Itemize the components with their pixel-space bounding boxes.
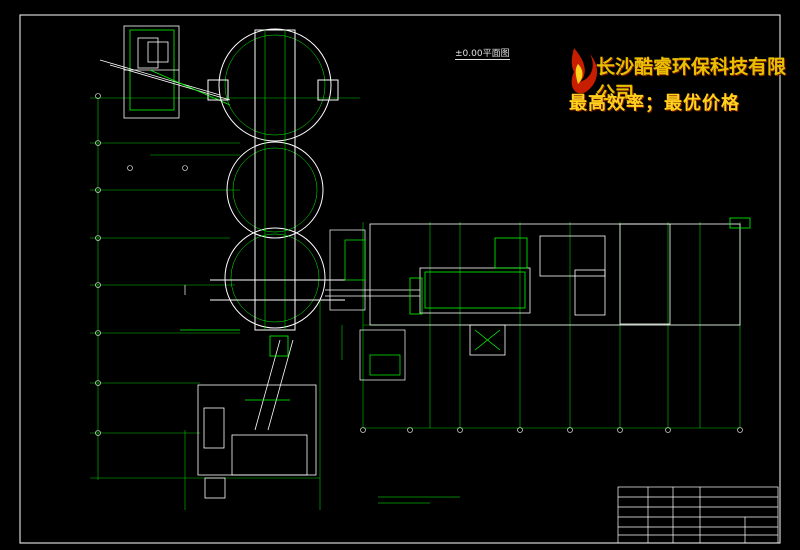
dimension-lines [90, 97, 741, 510]
company-slogan: 最高效率；最优价格 [569, 93, 740, 114]
center-piping [180, 229, 420, 381]
notes-block [378, 496, 460, 504]
title-block [617, 486, 779, 544]
plan-title: ±0.00平面图 [455, 49, 510, 60]
lower-left-building [197, 335, 317, 499]
company-name: 长沙酷睿环保科技有限公司 [596, 56, 787, 105]
axis-bubbles [95, 93, 743, 436]
right-building [369, 217, 751, 356]
flame-logo-icon [571, 48, 598, 94]
circular-tanks [207, 28, 345, 331]
sheet-frame [19, 14, 781, 544]
top-left-building [99, 25, 231, 119]
